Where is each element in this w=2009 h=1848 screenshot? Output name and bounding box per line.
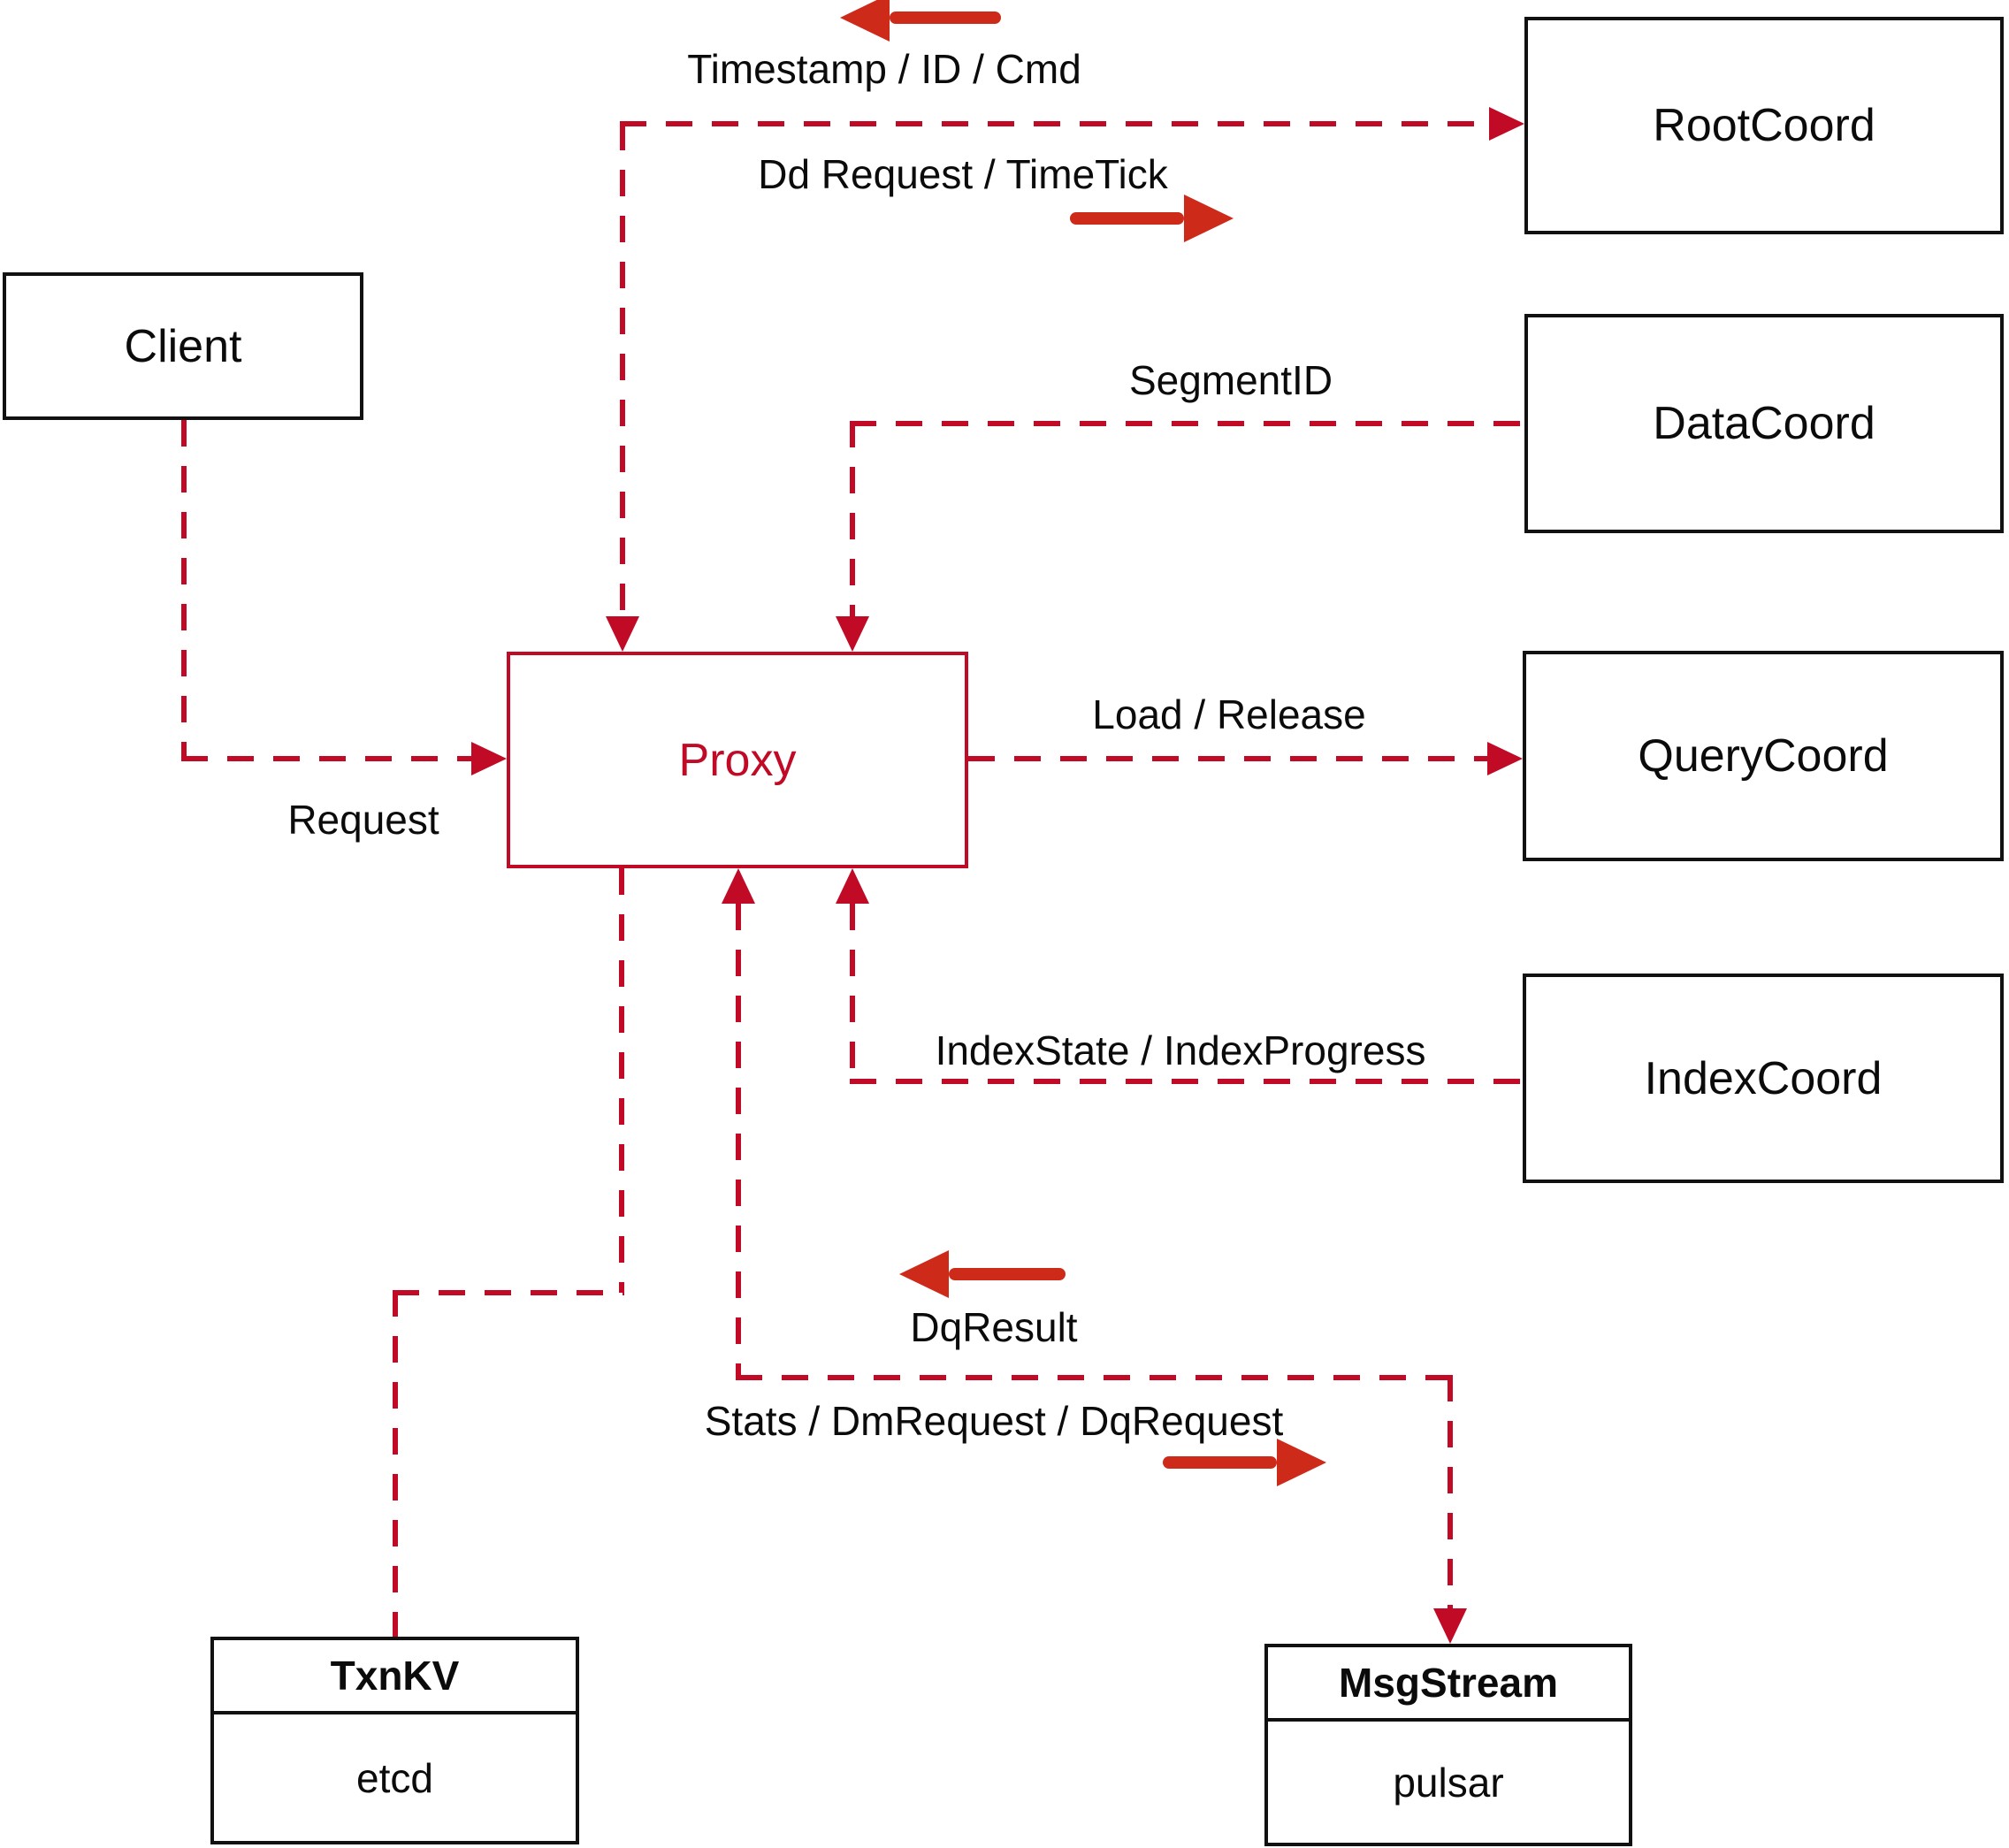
edge-msgstream-horizontal [736, 1375, 1452, 1380]
left-arrow-icon [840, 0, 1001, 42]
edge-client-vertical [181, 420, 187, 761]
txnkv-title: TxnKV [214, 1640, 576, 1714]
arrowhead-into-querycoord-icon [1487, 742, 1523, 775]
arrowhead-into-proxy-bottom-right-icon [836, 868, 869, 904]
edge-msgstream-vertical-lower [1448, 1375, 1453, 1610]
indexcoord-label: IndexCoord [1644, 1052, 1883, 1104]
arrowhead-into-msgstream-icon [1433, 1608, 1467, 1644]
msgstream-node: MsgStream pulsar [1264, 1644, 1632, 1846]
left-arrowhead-icon [899, 1250, 949, 1298]
edge-txnkv-vertical-upper [619, 868, 624, 1293]
proxy-label: Proxy [678, 734, 797, 786]
txnkv-subtitle: etcd [356, 1754, 433, 1801]
edge-msgstream-vertical-upper [736, 904, 741, 1378]
edge-datacoord-horizontal [850, 421, 1524, 426]
edge-txnkv-vertical-lower [393, 1290, 398, 1637]
edge-querycoord-horizontal [968, 756, 1490, 761]
edge-datacoord-vertical [850, 421, 855, 616]
arrowhead-into-proxy-bottom-left-icon [722, 868, 755, 904]
proxy-node: Proxy [507, 652, 968, 868]
left-arrow-icon [899, 1249, 1066, 1299]
right-arrowhead-icon [1277, 1439, 1326, 1486]
msgstream-title: MsgStream [1268, 1647, 1629, 1722]
arrowhead-into-proxy-top-right-icon [836, 616, 869, 652]
msgstream-subtitle: pulsar [1393, 1759, 1504, 1806]
client-node: Client [3, 272, 363, 420]
edge-label-segmentid: SegmentID [1128, 357, 1333, 403]
querycoord-label: QueryCoord [1638, 730, 1889, 782]
rootcoord-label: RootCoord [1653, 100, 1875, 151]
edge-label-dqresult: DqResult [910, 1304, 1078, 1350]
arrowhead-into-proxy-left-icon [471, 742, 507, 775]
edge-label-indexstate-indexprogress: IndexState / IndexProgress [935, 1027, 1426, 1073]
client-label: Client [124, 320, 242, 372]
edge-label-dd-request-timetick: Dd Request / TimeTick [758, 151, 1168, 197]
right-arrowhead-icon [1184, 195, 1234, 242]
datacoord-label: DataCoord [1653, 398, 1875, 449]
edge-label-request: Request [287, 797, 439, 843]
datacoord-node: DataCoord [1524, 314, 2004, 533]
edge-indexcoord-horizontal [850, 1079, 1523, 1084]
querycoord-node: QueryCoord [1523, 651, 2004, 861]
arrowhead-into-proxy-top-left-icon [606, 616, 639, 652]
edge-label-timestamp-id-cmd: Timestamp / ID / Cmd [687, 46, 1081, 92]
edge-rootcoord-horizontal [620, 121, 1491, 126]
rootcoord-node: RootCoord [1524, 17, 2004, 234]
indexcoord-node: IndexCoord [1523, 974, 2004, 1183]
edge-label-load-release: Load / Release [1092, 691, 1366, 737]
edge-indexcoord-vertical [850, 904, 855, 1081]
arrowhead-into-rootcoord-icon [1489, 107, 1524, 141]
edge-txnkv-horizontal [393, 1290, 624, 1295]
edge-label-stats-dmrequest-dqrequest: Stats / DmRequest / DqRequest [704, 1398, 1284, 1444]
right-arrow-icon [1070, 194, 1234, 243]
edge-client-horizontal [181, 756, 473, 761]
right-arrow-icon [1163, 1438, 1326, 1487]
left-arrowhead-icon [840, 0, 890, 42]
txnkv-node: TxnKV etcd [210, 1637, 579, 1844]
edge-rootcoord-vertical [620, 124, 625, 619]
